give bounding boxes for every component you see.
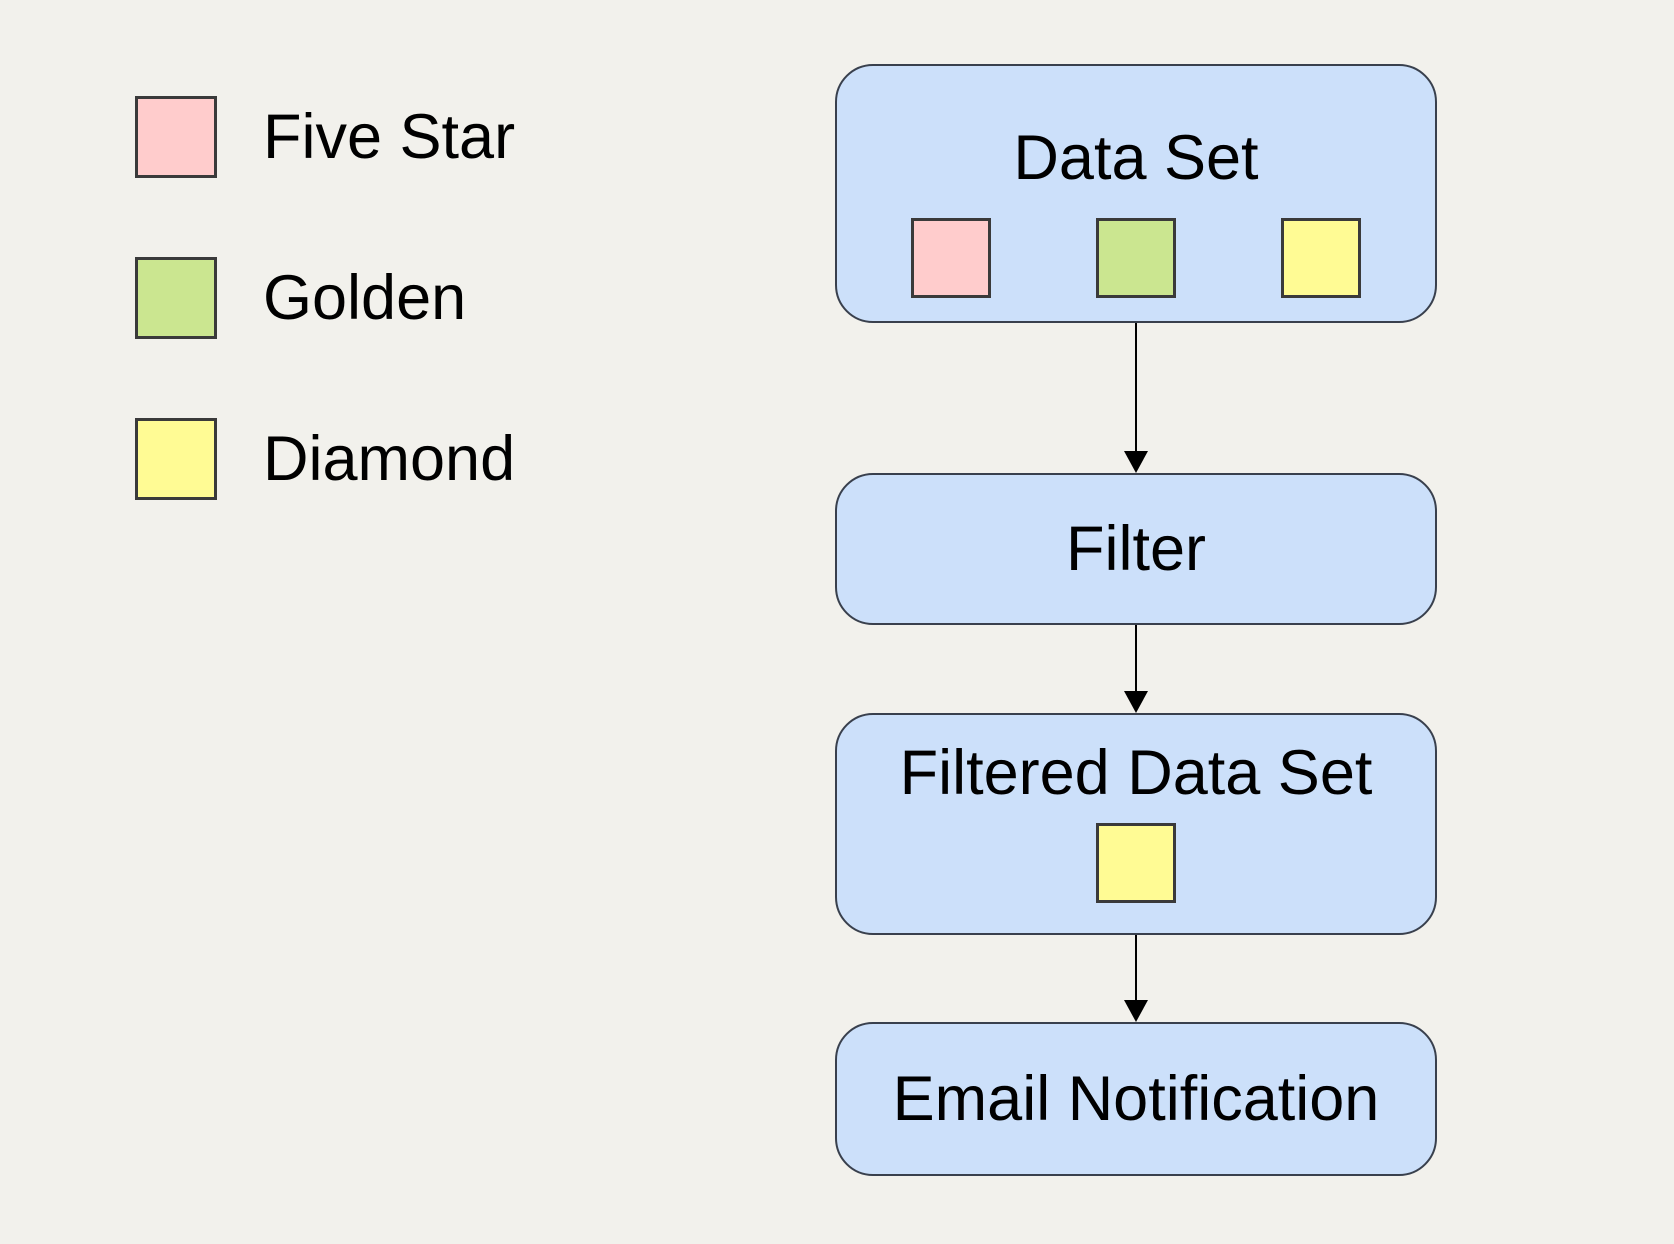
arrow-shaft bbox=[1135, 323, 1137, 459]
arrow-filtered-data-set-to-email-notification bbox=[1123, 935, 1149, 1022]
five-star-swatch-icon bbox=[135, 96, 217, 178]
node-title-data-set: Data Set bbox=[1013, 123, 1259, 193]
arrow-head-icon bbox=[1124, 451, 1148, 473]
arrow-filter-to-filtered-data-set bbox=[1123, 625, 1149, 713]
data-set-golden-swatch-icon bbox=[1096, 218, 1176, 298]
flow-node-data-set: Data Set bbox=[835, 64, 1437, 323]
diamond-swatch-icon bbox=[135, 418, 217, 500]
legend-label-five-star: Five Star bbox=[263, 101, 516, 172]
legend-item-golden: Golden bbox=[135, 257, 466, 339]
flow-node-filter: Filter bbox=[835, 473, 1437, 625]
node-title-filtered-data-set: Filtered Data Set bbox=[899, 738, 1373, 808]
golden-swatch-icon bbox=[135, 257, 217, 339]
data-set-diamond-swatch-icon bbox=[1281, 218, 1361, 298]
node-title-email-notification: Email Notification bbox=[892, 1064, 1380, 1134]
flow-node-email-notification: Email Notification bbox=[835, 1022, 1437, 1176]
data-set-swatch-row bbox=[911, 218, 1361, 298]
legend-label-diamond: Diamond bbox=[263, 423, 516, 494]
arrow-head-icon bbox=[1124, 1000, 1148, 1022]
legend-item-diamond: Diamond bbox=[135, 418, 515, 500]
data-set-five-star-swatch-icon bbox=[911, 218, 991, 298]
arrow-head-icon bbox=[1124, 691, 1148, 713]
flow-node-filtered-data-set: Filtered Data Set bbox=[835, 713, 1437, 935]
node-title-filter: Filter bbox=[1066, 514, 1206, 584]
arrow-shaft bbox=[1135, 625, 1137, 699]
arrow-shaft bbox=[1135, 935, 1137, 1008]
filtered-diamond-swatch-icon bbox=[1096, 823, 1176, 903]
filtered-data-set-swatch-row bbox=[1096, 823, 1176, 903]
legend-item-five-star: Five Star bbox=[135, 96, 515, 178]
arrow-data-set-to-filter bbox=[1123, 323, 1149, 473]
legend-label-golden: Golden bbox=[263, 262, 467, 333]
